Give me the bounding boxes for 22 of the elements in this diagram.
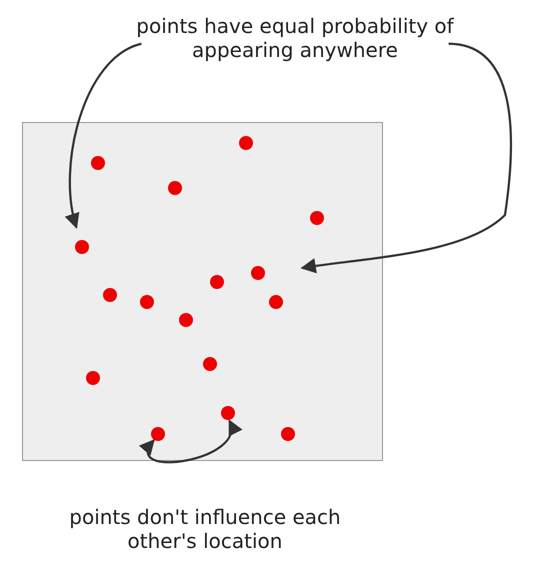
- callout-text: points don't influence each other's location: [68, 505, 342, 553]
- point-dot: [86, 371, 100, 385]
- curved-arrow: [140, 419, 240, 464]
- point-dot: [91, 156, 105, 170]
- point-dot: [239, 136, 253, 150]
- point-dot: [168, 181, 182, 195]
- region-box: [22, 122, 383, 461]
- point-dot: [151, 427, 165, 441]
- point-dot: [103, 288, 117, 302]
- point-dot: [203, 357, 217, 371]
- point-dot: [75, 240, 89, 254]
- curved-arrow: [66, 42, 142, 229]
- point-dot: [281, 427, 295, 441]
- curved-arrow: [300, 42, 512, 274]
- point-dot: [310, 211, 324, 225]
- point-dot: [251, 266, 265, 280]
- point-dot: [179, 313, 193, 327]
- point-dot: [221, 406, 235, 420]
- point-dot: [140, 295, 154, 309]
- point-dot: [269, 295, 283, 309]
- point-dot: [210, 275, 224, 289]
- callout-text: points have equal probability of appearing anywhere: [135, 14, 455, 62]
